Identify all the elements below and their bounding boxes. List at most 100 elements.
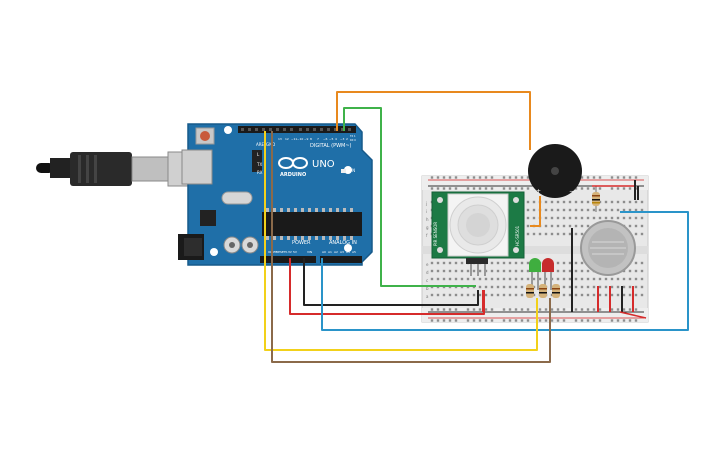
arduino-infinity-icon	[278, 157, 308, 169]
breadboard-hole	[466, 269, 470, 273]
breadboard-hole	[574, 216, 578, 220]
breadboard-hole	[616, 216, 620, 220]
breadboard-hole	[448, 277, 452, 281]
breadboard-hole	[616, 187, 620, 190]
pin-7-label: 7	[317, 137, 319, 141]
breadboard-hole	[604, 285, 608, 289]
breadboard-hole	[496, 293, 500, 297]
breadboard-hole	[580, 216, 584, 220]
breadboard-hole	[580, 232, 584, 236]
pin-4-label: 4	[335, 137, 337, 141]
breadboard-hole	[622, 208, 626, 212]
pir-label-left: PIR SENSOR	[433, 222, 438, 246]
breadboard-hole	[574, 187, 578, 190]
breadboard-hole	[538, 232, 542, 236]
breadboard-hole	[514, 277, 518, 281]
breadboard-hole	[478, 285, 482, 289]
breadboard-hole	[514, 293, 518, 297]
breadboard-hole	[562, 224, 566, 228]
breadboard-hole	[490, 176, 494, 179]
breadboard-hole	[508, 187, 512, 190]
breadboard-hole	[610, 200, 614, 204]
breadboard-hole	[568, 269, 572, 273]
breadboard-hole	[520, 277, 524, 281]
breadboard-hole	[460, 277, 464, 281]
breadboard-hole	[466, 187, 470, 190]
breadboard-hole	[508, 293, 512, 297]
breadboard-hole	[460, 261, 464, 265]
breadboard-hole	[436, 308, 440, 311]
breadboard-hole	[580, 277, 584, 281]
breadboard-hole	[472, 269, 476, 273]
vin-label: VIN	[307, 250, 312, 254]
breadboard-hole	[580, 200, 584, 204]
row-g: g	[426, 225, 429, 230]
breadboard-hole	[484, 187, 488, 190]
breadboard-hole	[628, 208, 632, 212]
breadboard-hole	[442, 319, 446, 322]
model-label: UNO	[312, 159, 335, 170]
breadboard-hole	[568, 224, 572, 228]
breadboard-hole	[622, 308, 626, 311]
pin-tx-label: TX 1	[350, 134, 356, 138]
breadboard-hole	[502, 285, 506, 289]
breadboard-hole	[562, 277, 566, 281]
breadboard-hole	[490, 187, 494, 190]
breadboard-hole	[496, 285, 500, 289]
gnd-label: GND	[266, 142, 275, 147]
breadboard-hole	[562, 293, 566, 297]
breadboard-hole	[538, 319, 542, 322]
breadboard-hole	[616, 176, 620, 179]
breadboard-hole	[520, 319, 524, 322]
breadboard-hole	[610, 187, 614, 190]
breadboard-hole	[448, 176, 452, 179]
breadboard-hole	[616, 200, 620, 204]
pin-9-label: ~9	[304, 137, 309, 141]
breadboard-hole	[544, 216, 548, 220]
breadboard-hole	[448, 187, 452, 190]
breadboard-hole	[526, 261, 530, 265]
breadboard-hole	[454, 261, 458, 265]
breadboard-hole	[436, 176, 440, 179]
breadboard-hole	[598, 187, 602, 190]
breadboard-hole	[508, 269, 512, 273]
rx-led-label: RX	[257, 170, 263, 175]
breadboard-hole	[556, 208, 560, 212]
breadboard-hole	[454, 319, 458, 322]
breadboard-hole	[604, 200, 608, 204]
breadboard-hole	[586, 176, 590, 179]
resistor-buzzer	[592, 186, 600, 212]
breadboard-hole	[586, 224, 590, 228]
breadboard-hole	[556, 319, 560, 322]
breadboard-hole	[640, 277, 644, 281]
breadboard-hole	[634, 224, 638, 228]
breadboard-hole	[622, 200, 626, 204]
breadboard-hole	[502, 176, 506, 179]
analog-header-pins	[320, 256, 362, 263]
breadboard-hole	[634, 319, 638, 322]
breadboard-hole	[628, 200, 632, 204]
breadboard-hole	[628, 224, 632, 228]
breadboard-hole	[616, 319, 620, 322]
breadboard-hole	[550, 232, 554, 236]
breadboard-hole	[550, 308, 554, 311]
breadboard-hole	[562, 261, 566, 265]
breadboard-hole	[562, 308, 566, 311]
pin-13-label: 13	[278, 137, 282, 141]
breadboard-hole	[484, 277, 488, 281]
pin-5-label: ~5	[329, 137, 334, 141]
breadboard-hole	[628, 308, 632, 311]
pin-11-label: ~11	[291, 137, 297, 141]
breadboard-hole	[466, 293, 470, 297]
row-d: d	[426, 270, 429, 275]
breadboard-hole	[490, 261, 494, 265]
breadboard-hole	[490, 308, 494, 311]
breadboard-hole	[568, 232, 572, 236]
breadboard-hole	[622, 285, 626, 289]
breadboard-hole	[574, 232, 578, 236]
breadboard-hole	[484, 293, 488, 297]
reset-label: RESET	[276, 250, 286, 254]
breadboard-hole	[562, 216, 566, 220]
